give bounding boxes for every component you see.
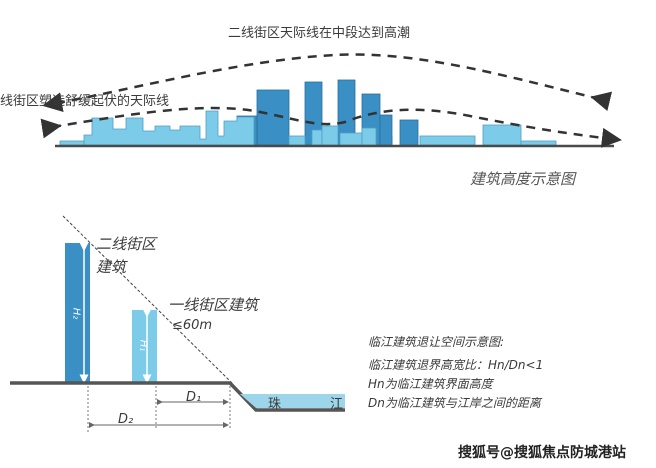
upper-skyline-label: 二线街区天际线在中段达到高潮: [228, 26, 411, 41]
first-line-label: 一线街区建筑: [168, 296, 259, 314]
h2-label: H₂: [70, 307, 82, 320]
upper-skyline-curve: [42, 53, 613, 113]
river-water: [240, 394, 345, 408]
height-limit: ≤60m: [172, 318, 213, 333]
watermark: 搜狐号@搜狐焦点防城港站: [458, 445, 626, 461]
river-label-1: 珠: [268, 397, 282, 412]
d1-label: D₁: [186, 390, 202, 405]
legend-line-2: Hn为临江建筑界面高度: [368, 377, 493, 391]
d2-label: D₂: [118, 412, 134, 427]
second-line-label: 二线街区: [96, 235, 157, 253]
second-line-label-2: 建筑: [96, 258, 127, 276]
legend-line-3: Dn为临江建筑与江岸之间的距离: [368, 396, 541, 410]
legend-title: 临江建筑退让空间示意图:: [368, 335, 505, 349]
skyline-caption: 建筑高度示意图: [470, 170, 576, 188]
lower-skyline-curve: [40, 106, 622, 148]
river-label-2: 江: [330, 397, 344, 412]
legend-line-1: 临江建筑退界高宽比：Hn/Dn<1: [368, 358, 544, 372]
setback-line: [62, 215, 233, 384]
h1-label: H₁: [137, 339, 149, 352]
lower-skyline-label: 线街区塑造舒缓起伏的天际线: [0, 94, 170, 109]
